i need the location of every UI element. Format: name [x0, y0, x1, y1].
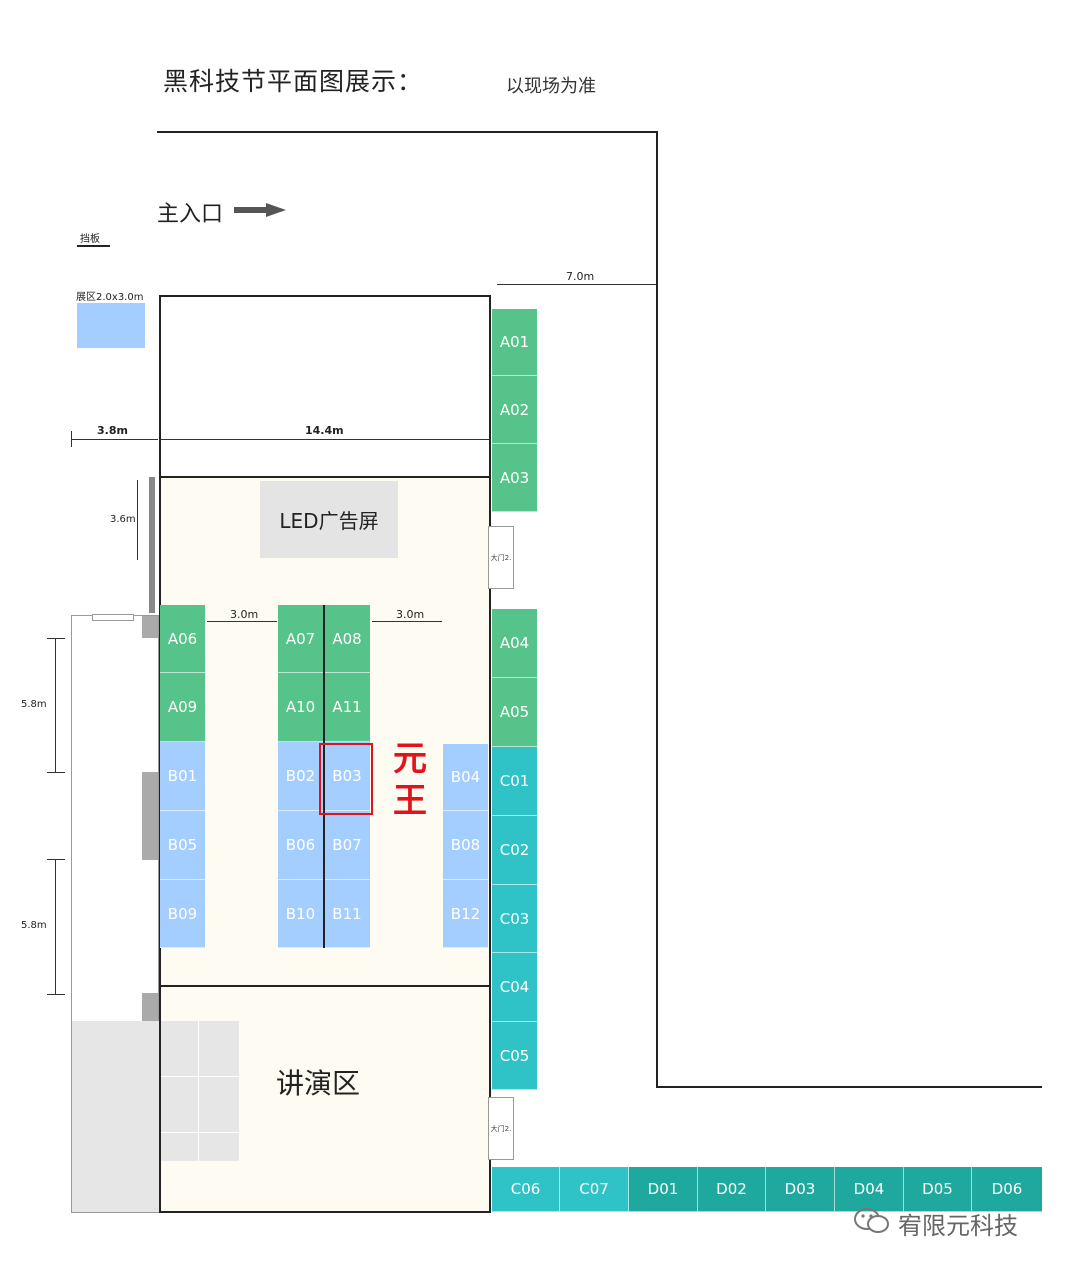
dim-label-5-8m-lower: 5.8m — [21, 920, 47, 931]
dim-line-aisle-left — [207, 621, 277, 622]
dim-label-aisle-left: 3.0m — [230, 608, 259, 621]
booth-b01[interactable]: B01 — [160, 742, 205, 811]
door-upper[interactable]: 大门2. — [488, 526, 514, 589]
highlight-annotation: 元 王 — [390, 738, 430, 822]
annotation-line-2: 王 — [393, 781, 427, 821]
stage-grid-h1 — [161, 1076, 239, 1077]
venue-bottom-line — [656, 1086, 1042, 1088]
lecture-area-label: 讲演区 — [276, 1067, 361, 1100]
top-room — [159, 295, 491, 478]
booth-c02[interactable]: C02 — [492, 816, 537, 885]
booth-b02[interactable]: B02 — [278, 742, 323, 811]
main-entrance-label: 主入口 — [157, 202, 224, 227]
highlight-box-b03 — [319, 743, 373, 815]
booth-b11[interactable]: B11 — [324, 880, 370, 948]
booth-d05[interactable]: D05 — [904, 1167, 972, 1212]
left-corridor-door — [92, 614, 134, 621]
booth-c01[interactable]: C01 — [492, 747, 537, 816]
dim-tick-left — [71, 431, 72, 447]
booth-b09[interactable]: B09 — [160, 880, 205, 948]
venue-top-line — [157, 131, 658, 133]
booth-c03[interactable]: C03 — [492, 885, 537, 953]
booth-c05[interactable]: C05 — [492, 1022, 537, 1090]
page-title: 黑科技节平面图展示： — [163, 67, 424, 96]
booth-a08[interactable]: A08 — [324, 605, 370, 673]
legend-board-label: 挡板 — [80, 234, 100, 245]
dim-label-14-4m: 14.4m — [305, 424, 344, 437]
booth-a05[interactable]: A05 — [492, 678, 537, 747]
dim-line-14-4m — [161, 439, 489, 440]
watermark-text: 宥限元科技 — [898, 1212, 1018, 1240]
left-partition — [149, 477, 155, 613]
booth-d04[interactable]: D04 — [835, 1167, 904, 1212]
annotation-line-1: 元 — [393, 739, 427, 779]
dim-line-3-6m — [137, 480, 138, 560]
booth-c07[interactable]: C07 — [560, 1167, 629, 1212]
pillar-1 — [142, 616, 158, 638]
stage-grid-v — [198, 1021, 199, 1161]
booth-c06[interactable]: C06 — [492, 1167, 560, 1212]
booth-d03[interactable]: D03 — [766, 1167, 835, 1212]
dim-label-3-6m: 3.6m — [110, 514, 136, 525]
legend-board-line — [77, 245, 110, 247]
dim-label-aisle-right: 3.0m — [396, 608, 425, 621]
booth-a02[interactable]: A02 — [492, 376, 537, 444]
island-divider — [323, 605, 325, 948]
booth-a06[interactable]: A06 — [160, 605, 205, 673]
dim-line-5-8m-lower — [55, 859, 56, 994]
booth-a03[interactable]: A03 — [492, 444, 537, 512]
booth-a11[interactable]: A11 — [324, 673, 370, 742]
dim-tick-5-8m-c — [47, 859, 65, 860]
booth-a01[interactable]: A01 — [492, 309, 537, 376]
booth-b04[interactable]: B04 — [443, 744, 488, 811]
booth-b08[interactable]: B08 — [443, 811, 488, 880]
door-lower[interactable]: 大门2. — [488, 1097, 514, 1160]
arrow-right-icon — [234, 203, 286, 217]
pillar-3 — [142, 993, 158, 1021]
booth-b06[interactable]: B06 — [278, 811, 323, 880]
dim-line-7m — [497, 284, 656, 285]
dim-label-7m: 7.0m — [566, 270, 595, 283]
booth-b10[interactable]: B10 — [278, 880, 323, 948]
left-service-area — [72, 1021, 159, 1212]
booth-a09[interactable]: A09 — [160, 673, 205, 742]
wechat-icon — [854, 1208, 889, 1233]
dim-label-5-8m-upper: 5.8m — [21, 699, 47, 710]
dim-line-3-8m — [71, 439, 158, 440]
stage-grid-h2 — [161, 1132, 239, 1133]
booth-a10[interactable]: A10 — [278, 673, 323, 742]
booth-a04[interactable]: A04 — [492, 609, 537, 678]
dim-line-5-8m-upper — [55, 638, 56, 772]
booth-d02[interactable]: D02 — [698, 1167, 766, 1212]
dim-line-aisle-right — [372, 621, 442, 622]
venue-right-line — [656, 131, 658, 1088]
page-note: 以现场为准 — [506, 76, 596, 97]
legend-booth-swatch — [77, 303, 145, 348]
lecture-stage — [161, 1021, 239, 1161]
booth-b12[interactable]: B12 — [443, 880, 488, 948]
booth-b05[interactable]: B05 — [160, 811, 205, 880]
booth-b03[interactable]: B03 — [324, 742, 370, 811]
dim-tick-5-8m-d — [47, 994, 65, 995]
booth-a07[interactable]: A07 — [278, 605, 323, 673]
booth-d06[interactable]: D06 — [972, 1167, 1042, 1212]
booth-b07[interactable]: B07 — [324, 811, 370, 880]
booth-c04[interactable]: C04 — [492, 953, 537, 1022]
pillar-2 — [142, 772, 158, 860]
dim-label-3-8m: 3.8m — [97, 424, 128, 437]
led-screen: LED广告屏 — [260, 481, 398, 558]
legend-booth-label: 展区2.0x3.0m — [76, 292, 144, 303]
dim-tick-5-8m-b — [47, 772, 65, 773]
dim-tick-5-8m-a — [47, 638, 65, 639]
booth-d01[interactable]: D01 — [629, 1167, 698, 1212]
